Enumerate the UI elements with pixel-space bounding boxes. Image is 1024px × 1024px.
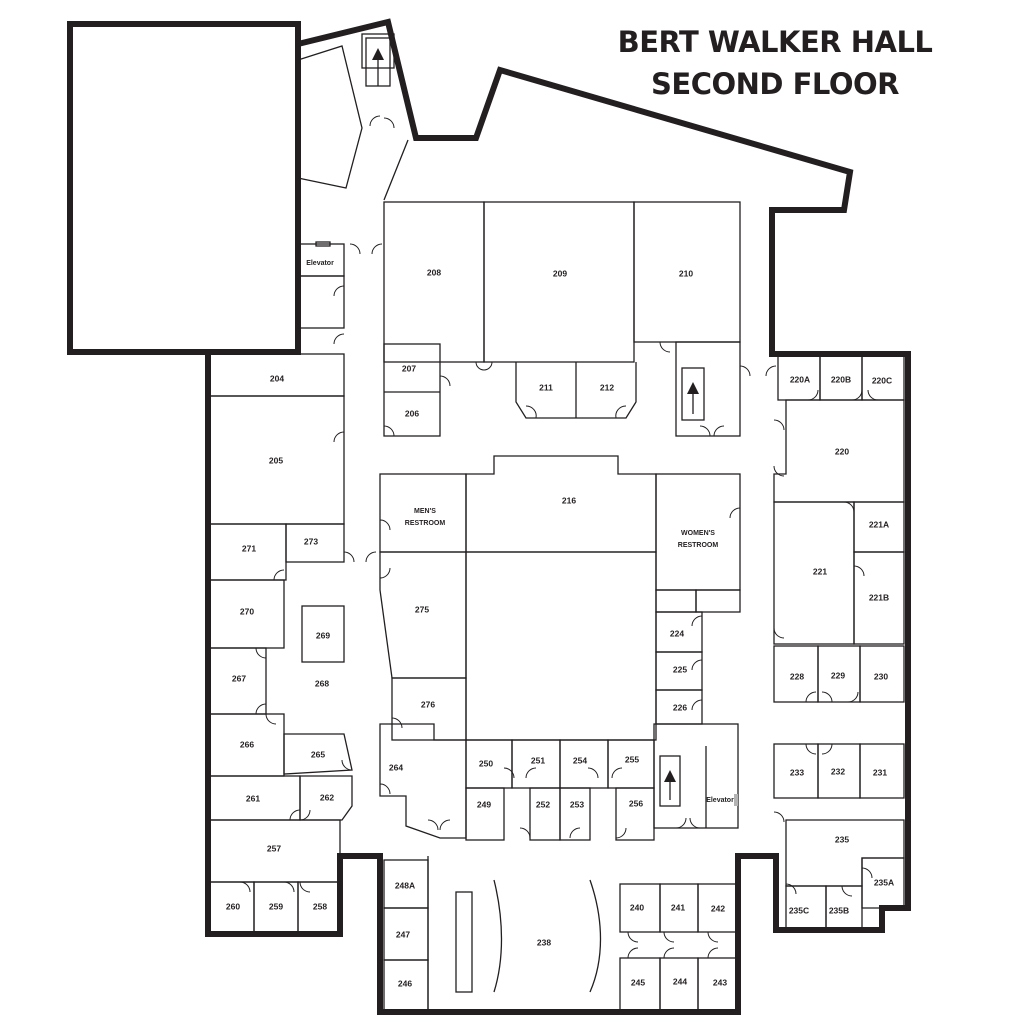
room-269-label: 269 — [316, 630, 330, 640]
room-242-label: 242 — [711, 903, 725, 913]
room-259-label: 259 — [269, 901, 283, 911]
room-235B-label: 235B — [829, 905, 849, 915]
womens-restroom-label-line1: WOMEN'S — [681, 530, 715, 537]
room-225-label: 225 — [673, 664, 687, 674]
room-232-label: 232 — [831, 766, 845, 776]
room-labels: 208 209 210 204 205 206 207 211 212 216 … — [226, 260, 894, 988]
elevator-south-label: Elevator — [706, 797, 734, 804]
room-209-label: 209 — [553, 268, 567, 278]
door-swings — [239, 115, 879, 959]
room-244-label: 244 — [673, 976, 687, 986]
room-257-label: 257 — [267, 843, 281, 853]
room-241-label: 241 — [671, 902, 685, 912]
room-235-label: 235 — [835, 834, 849, 844]
room-235C-label: 235C — [789, 905, 809, 915]
room-216-label: 216 — [562, 495, 576, 505]
room-224-label: 224 — [670, 628, 684, 638]
room-276-label: 276 — [421, 699, 435, 709]
room-221A-label: 221A — [869, 519, 889, 529]
room-205-label: 205 — [269, 455, 283, 465]
womens-restroom-label-line2: RESTROOM — [678, 542, 719, 549]
room-221-label: 221 — [813, 566, 827, 576]
room-249-label: 249 — [477, 799, 491, 809]
room-267-label: 267 — [232, 673, 246, 683]
room-204-label: 204 — [270, 373, 284, 383]
room-210-label: 210 — [679, 268, 693, 278]
room-245-label: 245 — [631, 977, 645, 987]
room-231-label: 231 — [873, 767, 887, 777]
room-261-label: 261 — [246, 793, 260, 803]
room-248A-label: 248A — [395, 880, 415, 890]
room-273-label: 273 — [304, 536, 318, 546]
stairs-south-icon — [664, 770, 676, 800]
room-220B-label: 220B — [831, 374, 851, 384]
room-243-label: 243 — [713, 977, 727, 987]
room-246-label: 246 — [398, 978, 412, 988]
room-211-label: 211 — [539, 382, 553, 392]
room-262-label: 262 — [320, 792, 334, 802]
room-264-label: 264 — [389, 762, 403, 772]
room-250-label: 250 — [479, 758, 493, 768]
room-230-label: 230 — [874, 671, 888, 681]
room-206-label: 206 — [405, 408, 419, 418]
room-256-label: 256 — [629, 798, 643, 808]
room-220A-label: 220A — [790, 374, 810, 384]
interior-rooms — [209, 33, 905, 1011]
room-221B-label: 221B — [869, 592, 889, 602]
room-254-label: 254 — [573, 755, 587, 765]
elevator-north-label: Elevator — [306, 260, 334, 267]
room-208-label: 208 — [427, 267, 441, 277]
room-275-label: 275 — [415, 604, 429, 614]
room-266-label: 266 — [240, 739, 254, 749]
exterior-walls — [67, 18, 911, 1015]
room-238-label: 238 — [537, 937, 551, 947]
stairs-center-icon — [687, 382, 699, 414]
room-247-label: 247 — [396, 929, 410, 939]
room-251-label: 251 — [531, 755, 545, 765]
room-252-label: 252 — [536, 799, 550, 809]
stairs-north-icon — [365, 37, 391, 87]
mens-restroom-label-line1: MEN'S — [414, 508, 436, 515]
room-233-label: 233 — [790, 767, 804, 777]
room-228-label: 228 — [790, 671, 804, 681]
room-271-label: 271 — [242, 543, 256, 553]
room-212-label: 212 — [600, 382, 614, 392]
room-235A-label: 235A — [874, 877, 894, 887]
room-226-label: 226 — [673, 702, 687, 712]
room-265-label: 265 — [311, 749, 325, 759]
room-240-label: 240 — [630, 902, 644, 912]
room-253-label: 253 — [570, 799, 584, 809]
map-title-line2: SECOND FLOOR — [651, 67, 899, 101]
room-260-label: 260 — [226, 901, 240, 911]
room-258-label: 258 — [313, 901, 327, 911]
room-268-label: 268 — [315, 678, 329, 688]
room-255-label: 255 — [625, 754, 639, 764]
room-207-label: 207 — [402, 363, 416, 373]
mens-restroom-label-line2: RESTROOM — [405, 520, 446, 527]
room-229-label: 229 — [831, 670, 845, 680]
elevator-south-door-icon — [734, 794, 738, 806]
room-220C-label: 220C — [872, 375, 892, 385]
map-title-line1: BERT WALKER HALL — [617, 25, 933, 59]
room-270-label: 270 — [240, 606, 254, 616]
room-220-label: 220 — [835, 446, 849, 456]
